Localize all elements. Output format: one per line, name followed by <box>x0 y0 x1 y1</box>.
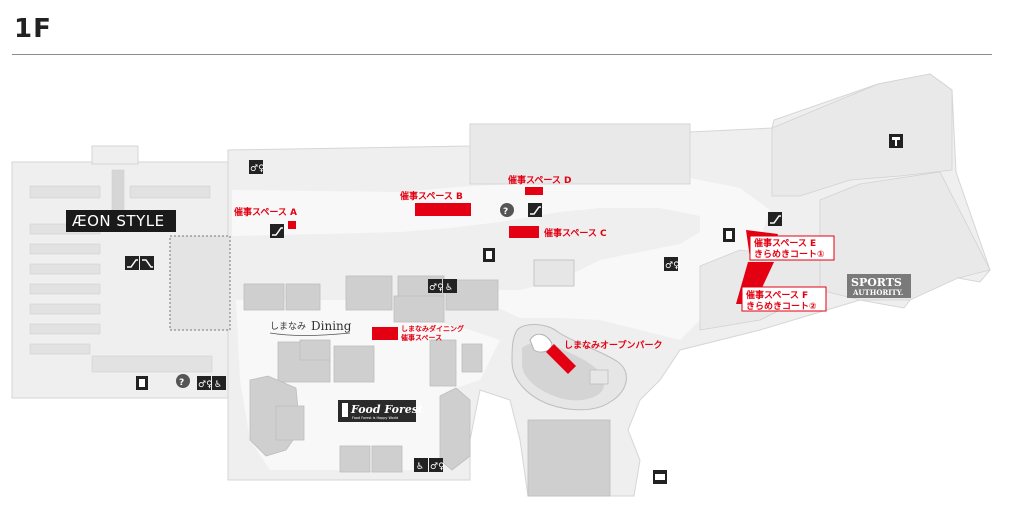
restroom-icon: ♂♀ <box>429 458 445 472</box>
accessible-restroom-icon: ♿ <box>414 458 428 472</box>
escalator-icon <box>125 256 139 270</box>
shimanami-dining-logo[interactable]: しまなみ Dining <box>269 319 352 336</box>
information-icon: ? <box>500 203 514 217</box>
escalator-icon <box>528 203 542 217</box>
event-space-dining-label-2: 催事スペース <box>401 333 442 342</box>
facility-icons: ♂♀ ♂♀ ♿ ♂♀ ♂♀ ♿ ♿ ♂♀ <box>125 134 903 484</box>
event-space-dining-label-1: しまなみダイニング <box>401 324 464 333</box>
svg-text:?: ? <box>503 207 508 217</box>
svg-text:ÆON STYLE: ÆON STYLE <box>72 212 165 230</box>
event-space-e-label-1: 催事スペース E <box>754 237 816 249</box>
event-space-f-label-1: 催事スペース F <box>746 289 808 301</box>
svg-text:しまなみ: しまなみ <box>270 321 306 332</box>
restroom-icon: ♂♀ <box>664 257 680 271</box>
svg-text:♂♀: ♂♀ <box>665 261 680 271</box>
svg-text:SPORTS: SPORTS <box>851 276 902 289</box>
svg-text:♿: ♿ <box>214 380 222 390</box>
elevator-icon <box>483 248 495 262</box>
escalator-icon <box>768 212 782 226</box>
floor-title: 1F <box>14 14 52 44</box>
event-space-c-label: 催事スペース C <box>544 227 607 239</box>
svg-text:AUTHORITY.: AUTHORITY. <box>852 288 903 297</box>
aeon-style-logo[interactable]: ÆON STYLE <box>66 210 176 232</box>
svg-text:Dining: Dining <box>311 319 352 333</box>
restroom-icon: ♂♀ <box>428 279 444 293</box>
accessible-restroom-icon: ♿ <box>212 376 226 390</box>
elevator-icon <box>723 228 735 242</box>
event-space-dining-marker <box>372 327 398 340</box>
event-space-f-label-box: 催事スペース F きらめきコート② <box>741 286 827 312</box>
information-icon: ? <box>176 374 190 388</box>
svg-text:Food Forest: Food Forest <box>350 403 423 416</box>
elevator-icon <box>136 376 148 390</box>
accessible-restroom-icon: ♿ <box>443 279 457 293</box>
restroom-icon: ♂♀ <box>249 160 265 174</box>
svg-text:♿: ♿ <box>416 462 424 472</box>
event-space-e-label-2: きらめきコート① <box>754 249 825 260</box>
svg-text:♂♀: ♂♀ <box>430 462 445 472</box>
open-park-label: しまなみオープンパーク <box>564 339 662 351</box>
event-space-c-marker <box>509 226 539 238</box>
svg-text:Food Forest is Happy World: Food Forest is Happy World <box>352 416 398 420</box>
bus-stop-icon <box>653 470 667 484</box>
event-space-a-marker <box>288 221 296 229</box>
event-space-d-label: 催事スペース D <box>508 174 572 186</box>
escalator-icon <box>140 256 154 270</box>
svg-text:♿: ♿ <box>445 283 453 293</box>
facility-icon-top-right <box>889 134 903 148</box>
title-divider <box>12 54 992 55</box>
event-space-e-label-box: 催事スペース E きらめきコート① <box>749 235 835 261</box>
sports-authority-logo[interactable]: SPORTS AUTHORITY. <box>847 274 911 298</box>
svg-text:♂♀: ♂♀ <box>250 164 265 174</box>
escalator-icon <box>270 224 284 238</box>
svg-text:?: ? <box>179 378 184 388</box>
restroom-icon: ♂♀ <box>197 376 213 390</box>
upper-stores <box>469 73 991 331</box>
food-forest-logo[interactable]: Food Forest Food Forest is Happy World <box>338 400 423 422</box>
event-space-f-label-2: きらめきコート② <box>746 301 817 312</box>
event-space-b-label: 催事スペース B <box>400 190 463 202</box>
svg-text:♂♀: ♂♀ <box>198 380 213 390</box>
aeon-dashed-area <box>169 235 231 331</box>
event-space-d-marker <box>525 187 543 195</box>
event-space-b-marker <box>415 203 471 216</box>
svg-text:♂♀: ♂♀ <box>429 283 444 293</box>
event-space-a-label: 催事スペース A <box>234 206 297 218</box>
tenant-blocks <box>243 259 611 497</box>
open-park-marker <box>546 344 576 374</box>
